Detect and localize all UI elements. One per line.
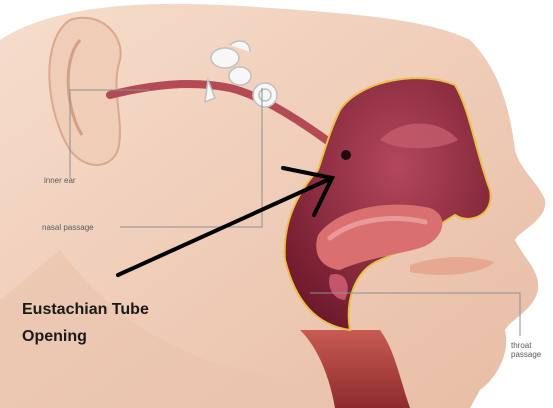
inner-ear-label: inner ear <box>44 176 76 185</box>
callout-line1: Eustachian Tube <box>22 296 149 323</box>
throat-passage-label-line2: passage <box>511 350 541 359</box>
callout-line2: Opening <box>22 323 149 350</box>
throat-passage-label-line1: throat <box>511 341 541 350</box>
eustachian-opening <box>341 150 351 160</box>
throat-passage-label: throat passage <box>511 341 541 359</box>
nasal-passage-label: nasal passage <box>42 223 94 232</box>
eustachian-tube-callout: Eustachian Tube Opening <box>22 296 149 350</box>
